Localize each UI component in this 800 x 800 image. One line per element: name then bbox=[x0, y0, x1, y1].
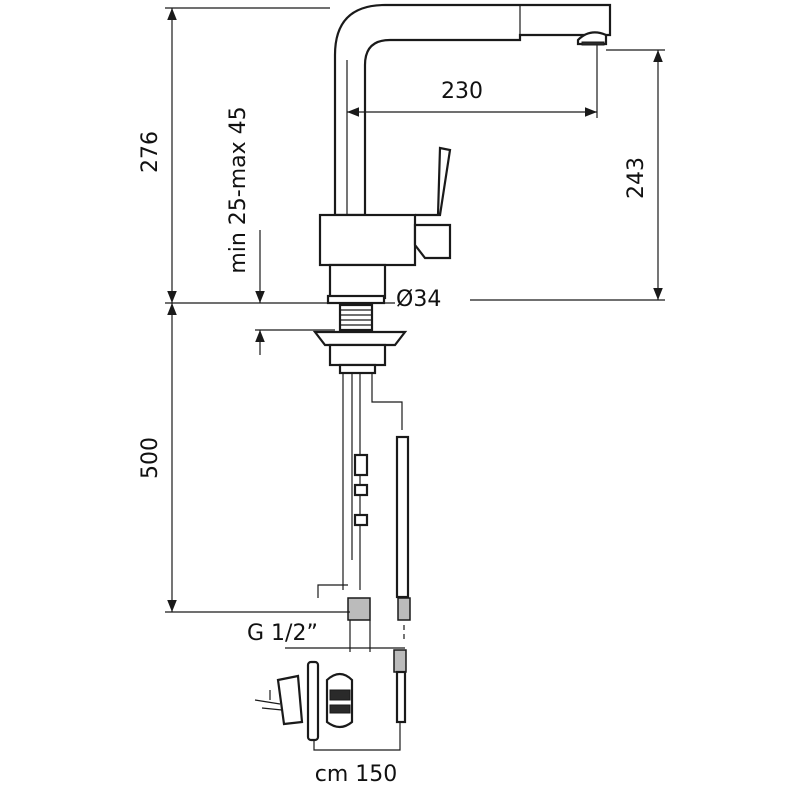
thread-dimension: G 1/2” bbox=[247, 620, 405, 652]
dimension-230-label: 230 bbox=[441, 79, 483, 104]
thread-label: G 1/2” bbox=[247, 621, 318, 646]
faucet-body bbox=[318, 146, 452, 305]
dimension-243: 243 bbox=[470, 49, 665, 301]
dimension-500: 500 bbox=[138, 303, 350, 613]
dimension-500-label: 500 bbox=[138, 437, 163, 479]
faucet-spout bbox=[333, 3, 612, 217]
mounting-assembly bbox=[312, 303, 408, 375]
accessories bbox=[254, 649, 407, 751]
hole-diameter-label: Ø34 bbox=[396, 287, 441, 312]
dimension-243-label: 243 bbox=[624, 157, 649, 199]
dimension-deck-thickness: min 25-max 45 bbox=[226, 106, 265, 355]
dimension-276-label: 276 bbox=[138, 131, 163, 173]
hose-length-label: cm 150 bbox=[315, 762, 398, 787]
dimension-276: 276 bbox=[138, 7, 330, 303]
dimension-230: 230 bbox=[346, 45, 598, 215]
deck-thickness-label: min 25-max 45 bbox=[226, 106, 251, 273]
supply-hoses bbox=[317, 373, 411, 640]
